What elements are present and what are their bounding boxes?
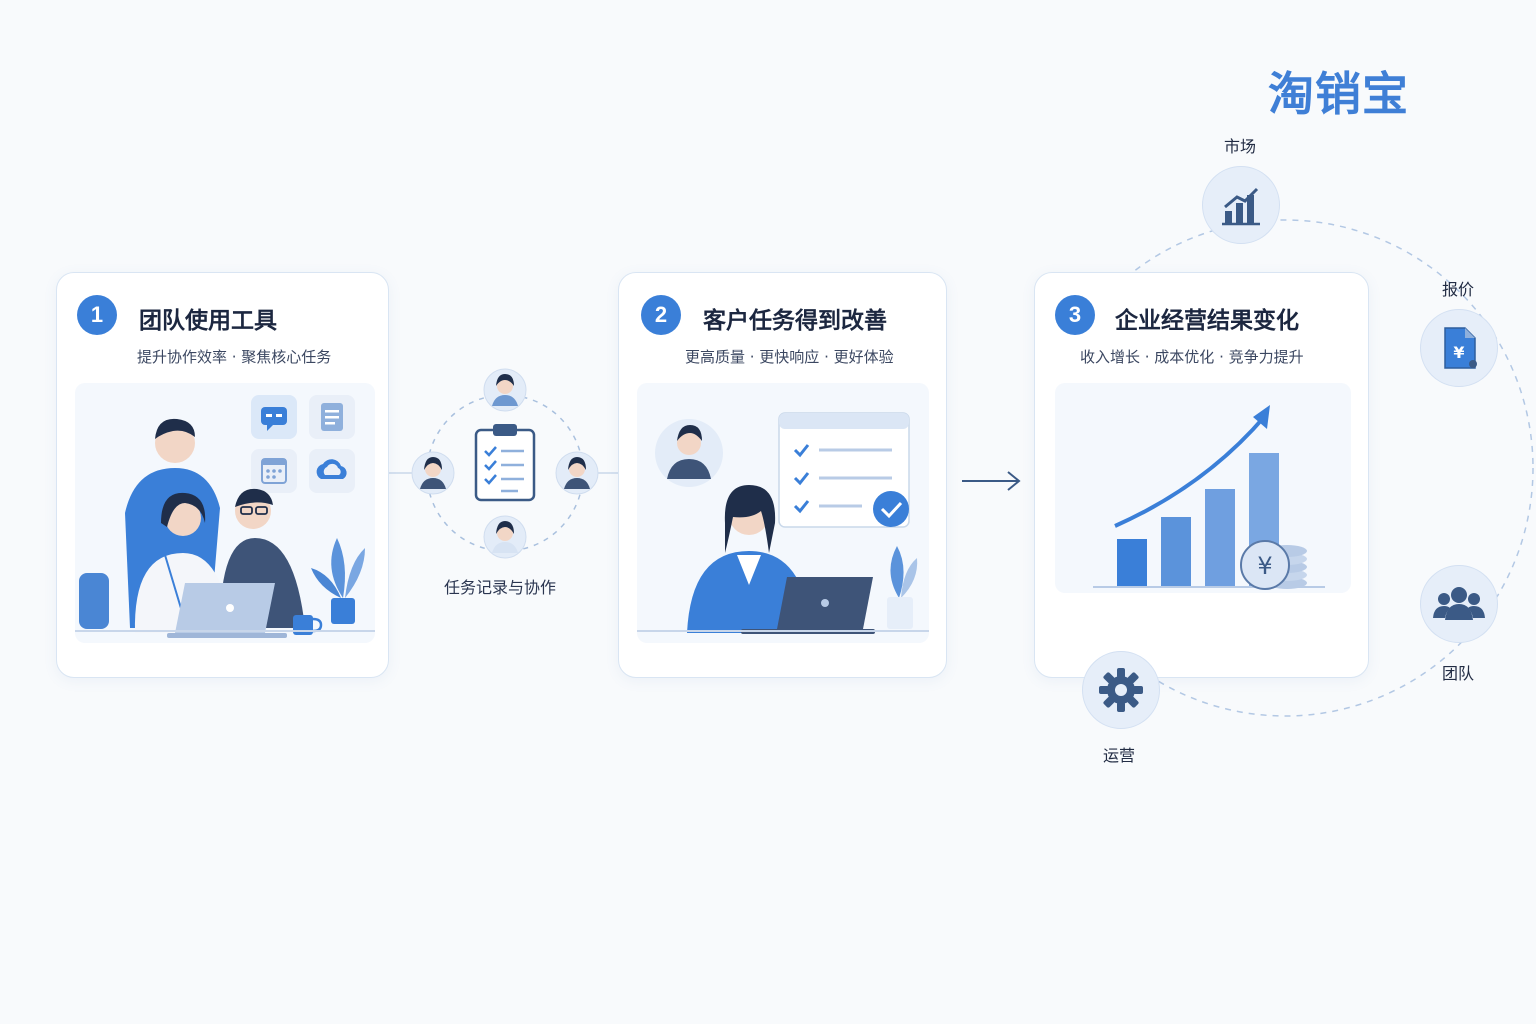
check-badge-icon [873, 491, 909, 527]
step-title: 企业经营结果变化 [1115, 308, 1299, 334]
ring-label-team: 团队 [1442, 664, 1475, 683]
chat-icon [251, 395, 297, 439]
step-subtitle: 提升协作效率 · 聚焦核心任务 [137, 348, 332, 366]
step-subtitle: 更高质量 · 更快响应 · 更好体验 [685, 348, 894, 366]
avatar-top [483, 368, 527, 412]
growth-chart-illustration: ¥ [1055, 383, 1351, 593]
arrow-right-icon [962, 471, 1021, 491]
step-title: 团队使用工具 [139, 308, 277, 334]
bar-chart-icon [1222, 187, 1260, 226]
ring-label-quote: 报价 [1442, 280, 1475, 299]
step-title: 客户任务得到改善 [703, 308, 887, 334]
ring-label-market: 市场 [1224, 137, 1257, 156]
outcome-ring [1036, 219, 1534, 717]
step-card-business-results: 3 企业经营结果变化 收入增长 · 成本优化 · 竞争力提升 ¥ [1034, 272, 1369, 678]
calendar-icon [251, 449, 297, 493]
ring-node-market [1202, 166, 1280, 244]
growth-bar [1205, 489, 1235, 587]
customer-avatar [655, 419, 723, 487]
yuan-document-icon: ¥ [1444, 327, 1477, 369]
team-working-illustration [75, 383, 375, 643]
step-number-badge: 3 [1055, 295, 1095, 335]
document-icon [309, 395, 355, 439]
avatar-bottom [483, 515, 527, 559]
connector-label: 任务记录与协作 [444, 578, 557, 597]
customer-service-illustration [637, 383, 929, 643]
clipboard-checklist-icon [474, 424, 536, 502]
brand-logo: 淘销宝 [1268, 67, 1409, 121]
ring-node-team [1420, 565, 1498, 643]
gear-icon [1099, 668, 1143, 712]
step-number-badge: 2 [641, 295, 681, 335]
ring-node-quote: ¥ [1420, 309, 1498, 387]
svg-text:¥: ¥ [1453, 343, 1464, 362]
step-card-team-tools: 1 团队使用工具 提升协作效率 · 聚焦核心任务 [56, 272, 389, 678]
ring-node-operations [1082, 651, 1160, 729]
ring-label-operations: 运营 [1103, 746, 1136, 765]
step-card-customer-tasks: 2 客户任务得到改善 更高质量 · 更快响应 · 更好体验 [618, 272, 947, 678]
growth-trend-arrow [1114, 414, 1267, 528]
svg-text:¥: ¥ [1257, 552, 1272, 580]
step-number-badge: 1 [77, 295, 117, 335]
cloud-icon [309, 449, 355, 493]
yuan-coin-icon: ¥ [1240, 540, 1307, 590]
avatar-right [555, 451, 599, 495]
avatar-left [411, 451, 455, 495]
step-subtitle: 收入增长 · 成本优化 · 竞争力提升 [1080, 348, 1304, 366]
team-icon [1433, 587, 1485, 620]
growth-bar [1161, 517, 1191, 587]
growth-bar [1117, 539, 1147, 587]
